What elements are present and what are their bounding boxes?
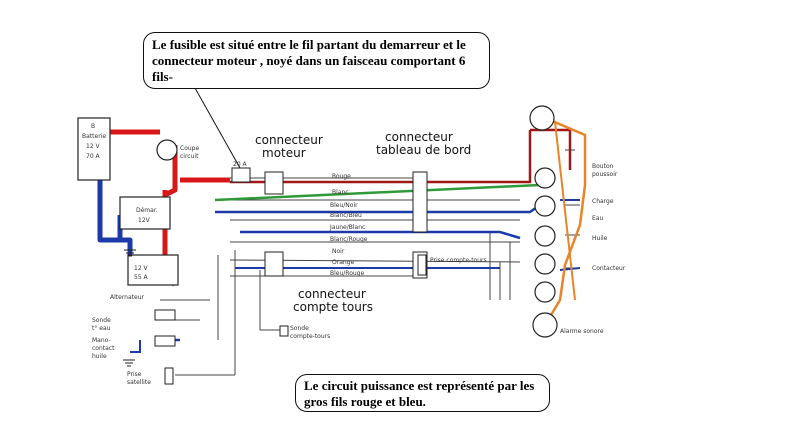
wire-label-blanc: Blanc [332, 189, 349, 196]
circuit-breaker-symbol [156, 139, 178, 161]
sender-temp-symbol [154, 309, 176, 321]
gauge-label-alarme: Alarme sonore [560, 328, 604, 335]
gauge-label-poussoir: poussoir [592, 171, 618, 178]
wire-gauge-blue-b [559, 267, 581, 271]
wire-label-blanc-bleu: Blanc/Bleu [330, 212, 362, 219]
thin-wires [160, 149, 580, 376]
wire-label-rouge: Rouge [332, 173, 351, 180]
fuse-symbol [231, 167, 251, 183]
wire-label-bleu-rouge: Bleu/Rouge [330, 270, 364, 277]
sender-oil-label-1: Mano- [92, 337, 111, 344]
wire-label-orange: Orange [332, 259, 354, 266]
starter-box [119, 196, 171, 230]
socket-tach-label: Prise compte-tours [430, 257, 487, 264]
wire-jaune-blanc [240, 230, 521, 240]
sender-oil-label-3: huile [92, 353, 107, 360]
alternator-box [127, 254, 179, 286]
wire-orange-gauges [543, 118, 587, 326]
gauge-label-charge: Charge [592, 198, 614, 205]
socket-tach-lower-1: Sonde [290, 325, 309, 332]
breaker-label-1: Coupe [180, 145, 199, 152]
wire-bleu-noir [215, 203, 541, 214]
wire-oil-sender-b [130, 340, 141, 353]
connector-tableau-label-1: connecteur [385, 130, 453, 144]
alternator-inner-2: 55 A [134, 274, 149, 281]
wire-blanc-green [214, 183, 541, 202]
wire-orange-diag [554, 121, 576, 301]
connector-moteur-label-2: moteur [262, 146, 306, 160]
wire-label-bleu-noir: Bleu/Noir [330, 202, 358, 209]
fuse-note: Le fusible est situé entre le fil partan… [143, 32, 490, 89]
battery-label-volts: 12 V [86, 143, 101, 150]
connector-moteur-blocks [264, 171, 284, 277]
socket-satellite-symbol [164, 367, 174, 385]
wire-rouge [230, 130, 532, 184]
wire-label-blanc-rouge: Blanc/Rouge [330, 236, 368, 243]
battery-box [77, 117, 111, 181]
battery-label-amps: 70 A [86, 153, 101, 160]
component-labels: B Batterie 12 V 70 A Coupe circuit 20 A … [82, 123, 626, 386]
connector-tours-label-2: compte tours [293, 300, 373, 314]
sender-oil-symbol [154, 335, 176, 347]
alternator-inner-1: 12 V [134, 265, 149, 272]
gauge-label-eau: Eau [592, 215, 603, 222]
ground-symbols [123, 249, 136, 367]
sender-temp-label-2: t° eau [92, 325, 111, 332]
power-circuit-note: Le circuit puissance est représenté par … [295, 374, 550, 412]
alternator-label: Alternateur [110, 294, 145, 301]
sender-temp-label-1: Sonde [92, 317, 111, 324]
sender-oil-label-2: contact [92, 345, 115, 352]
breaker-label-2: circuit [180, 153, 199, 160]
starter-label-1: Démar. [136, 207, 158, 214]
wire-label-noir: Noir [332, 248, 345, 255]
socket-satellite-label-1: Prise [127, 371, 142, 378]
connector-labels: connecteur moteur connecteur tableau de … [255, 130, 471, 314]
battery-label-b: B [91, 123, 95, 130]
battery-label-name: Batterie [82, 133, 106, 140]
fuse-note-pointer [194, 87, 241, 169]
gauge-stack [529, 105, 558, 338]
wire-rouge-return [530, 128, 572, 170]
fuse-label: 20 A [233, 161, 248, 168]
wire-label-jaune-blanc: Jaune/Blanc [329, 224, 365, 231]
connector-tours-label-1: connecteur [298, 287, 366, 301]
socket-satellite-label-2: satellite [127, 379, 151, 386]
socket-tach-symbol [417, 254, 427, 276]
connector-moteur-label-1: connecteur [255, 133, 323, 147]
socket-tach-lower-2: compte-tours [290, 333, 330, 340]
connector-tableau-label-2: tableau de bord [376, 143, 471, 157]
socket-tach-lower-symbol [279, 325, 289, 337]
starter-label-2: 12V [138, 217, 151, 224]
wire-labels: Rouge Blanc Bleu/Noir Blanc/Bleu Jaune/B… [329, 173, 368, 277]
gauge-label-contacteur: Contacteur [592, 265, 626, 272]
gauge-label-huile: Huile [592, 235, 608, 242]
gauge-label-bouton: Bouton [592, 163, 614, 170]
